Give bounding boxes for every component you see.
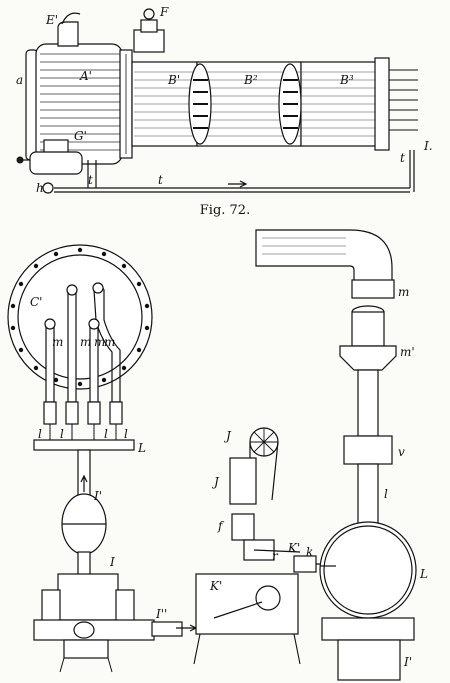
tube-m2-cap	[66, 284, 78, 296]
ring-l	[319, 521, 417, 619]
valve-l3	[87, 401, 101, 425]
figure-caption: Fig. 72.	[200, 203, 250, 218]
pipe-l	[357, 463, 379, 529]
riser-arrow	[80, 474, 88, 492]
dome-valve	[133, 29, 165, 53]
slide-block	[231, 513, 255, 541]
label-t1: t	[88, 173, 93, 187]
label-l1: l	[38, 427, 42, 441]
head-plate-assembly: C' m m m m l l l l L I' I I''	[7, 244, 198, 673]
label-m-prime: m'	[400, 345, 415, 359]
inlet-pipe-curve	[61, 12, 81, 25]
dome-valve-ring	[143, 8, 155, 20]
valve-l4	[109, 401, 123, 425]
label-l-manifold: L	[137, 441, 146, 455]
ring-stand	[337, 639, 401, 681]
label-k1: K'	[209, 579, 222, 593]
label-m3: m	[94, 335, 105, 349]
label-t2: t	[158, 173, 163, 187]
tube-m2	[67, 291, 77, 403]
label-f: F	[159, 5, 169, 19]
label-l-ring: L	[419, 567, 428, 581]
boiler-assembly: a A' B' B² B³ E' F G' h t t t I.	[16, 5, 433, 195]
label-j1: J	[223, 429, 232, 443]
label-k: k	[306, 545, 313, 559]
flow-arrow	[228, 180, 248, 188]
tank-k	[195, 573, 299, 635]
label-l3: l	[104, 427, 108, 441]
float-arm	[213, 601, 263, 619]
head-plate-inner	[17, 254, 143, 380]
label-a1: A'	[79, 69, 92, 83]
manifold-l	[33, 439, 135, 451]
discharge-assembly: m m' v l L I'	[255, 229, 428, 681]
label-b1: B'	[167, 73, 180, 87]
label-l-pipe: l	[384, 487, 388, 501]
label-l4: l	[124, 427, 128, 441]
elbow-collar	[351, 279, 395, 299]
return-pipe-riser	[409, 150, 415, 192]
valve-l2	[65, 401, 79, 425]
counterweight-j	[229, 457, 257, 505]
label-v: v	[398, 445, 405, 459]
label-j2: J	[211, 475, 220, 489]
label-m-top: m	[398, 285, 409, 299]
label-l2: l	[60, 427, 64, 441]
label-a: a	[16, 73, 23, 87]
float-ball	[255, 585, 281, 611]
valve-l1	[43, 401, 57, 425]
head-plate-outer	[7, 244, 153, 390]
funnel-m-prime	[339, 345, 397, 371]
label-k2: K'	[287, 541, 300, 555]
label-m2: m	[80, 335, 91, 349]
lever-arm	[253, 549, 301, 553]
right-end-flange	[374, 57, 390, 151]
label-b2: B²	[243, 73, 258, 87]
union-v	[343, 435, 393, 465]
label-i2: I''	[155, 607, 167, 621]
label-e1: E'	[45, 13, 58, 27]
label-b3: B³	[339, 73, 354, 87]
tube-m1-cap	[44, 318, 56, 330]
label-r: r	[272, 549, 279, 563]
pump-stand	[63, 639, 109, 659]
pipe-section	[357, 369, 379, 437]
label-m1: m	[52, 335, 63, 349]
label-c1: C'	[30, 295, 42, 309]
label-i-right: I.	[423, 139, 433, 153]
label-i1: I'	[93, 489, 102, 503]
pipe-upper	[351, 311, 385, 347]
label-i-pump: I	[109, 555, 115, 569]
pump-g	[29, 151, 83, 175]
label-t3: t	[400, 151, 405, 165]
ring-base	[321, 617, 415, 641]
dome-valve-cap	[140, 19, 158, 33]
tube-m3-cap	[88, 318, 100, 330]
connector-pipe	[151, 621, 183, 637]
vessel-neck	[77, 551, 91, 577]
pump-port	[73, 621, 95, 639]
label-i-bottom: I'	[403, 655, 412, 669]
ring-l-inner	[323, 525, 413, 615]
tube-m4-cap	[92, 282, 104, 294]
float-mechanism: J J f r K' k K'	[193, 427, 336, 665]
pump-body	[57, 573, 119, 621]
label-g1: G'	[74, 129, 87, 143]
label-m4: m	[104, 335, 115, 349]
label-f1: f	[217, 519, 225, 533]
label-h: h	[36, 181, 44, 195]
valve-h	[42, 182, 54, 194]
inlet-pipe-e	[57, 21, 79, 47]
